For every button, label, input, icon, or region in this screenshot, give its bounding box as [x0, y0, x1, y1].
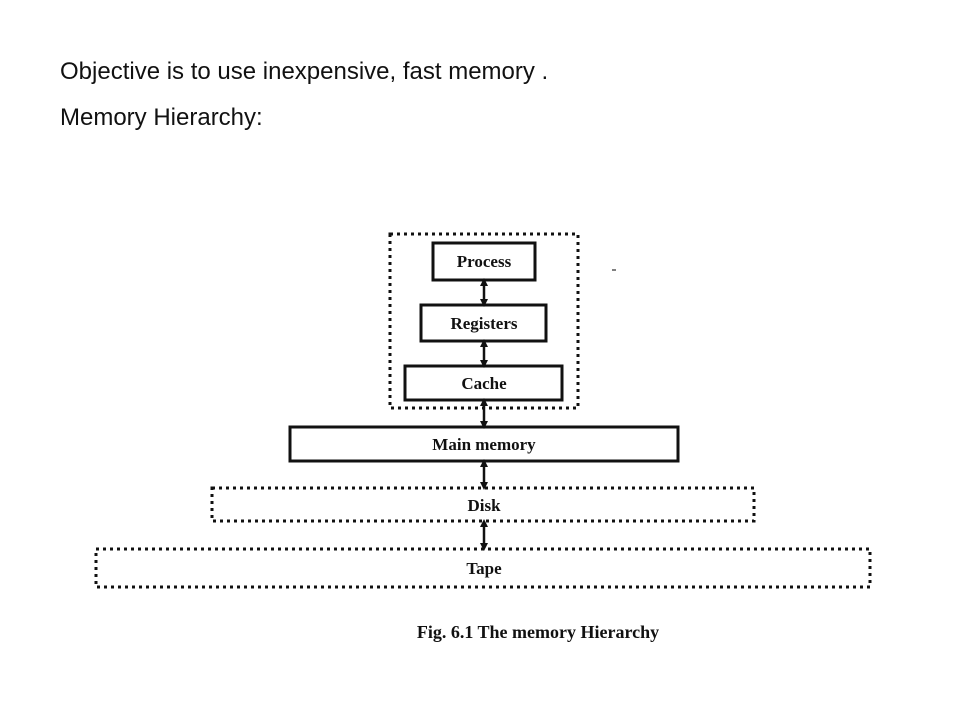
figure-caption: Fig. 6.1 The memory Hierarchy	[417, 622, 659, 642]
cache-label: Cache	[461, 374, 507, 393]
disk-label: Disk	[467, 496, 501, 515]
registers-label: Registers	[450, 314, 517, 333]
tape-label: Tape	[466, 559, 502, 578]
objective-text: Objective is to use inexpensive, fast me…	[60, 58, 549, 85]
memory-hierarchy-heading: Memory Hierarchy:	[60, 104, 263, 131]
main-memory-label: Main memory	[432, 435, 536, 454]
process-label: Process	[457, 252, 512, 271]
